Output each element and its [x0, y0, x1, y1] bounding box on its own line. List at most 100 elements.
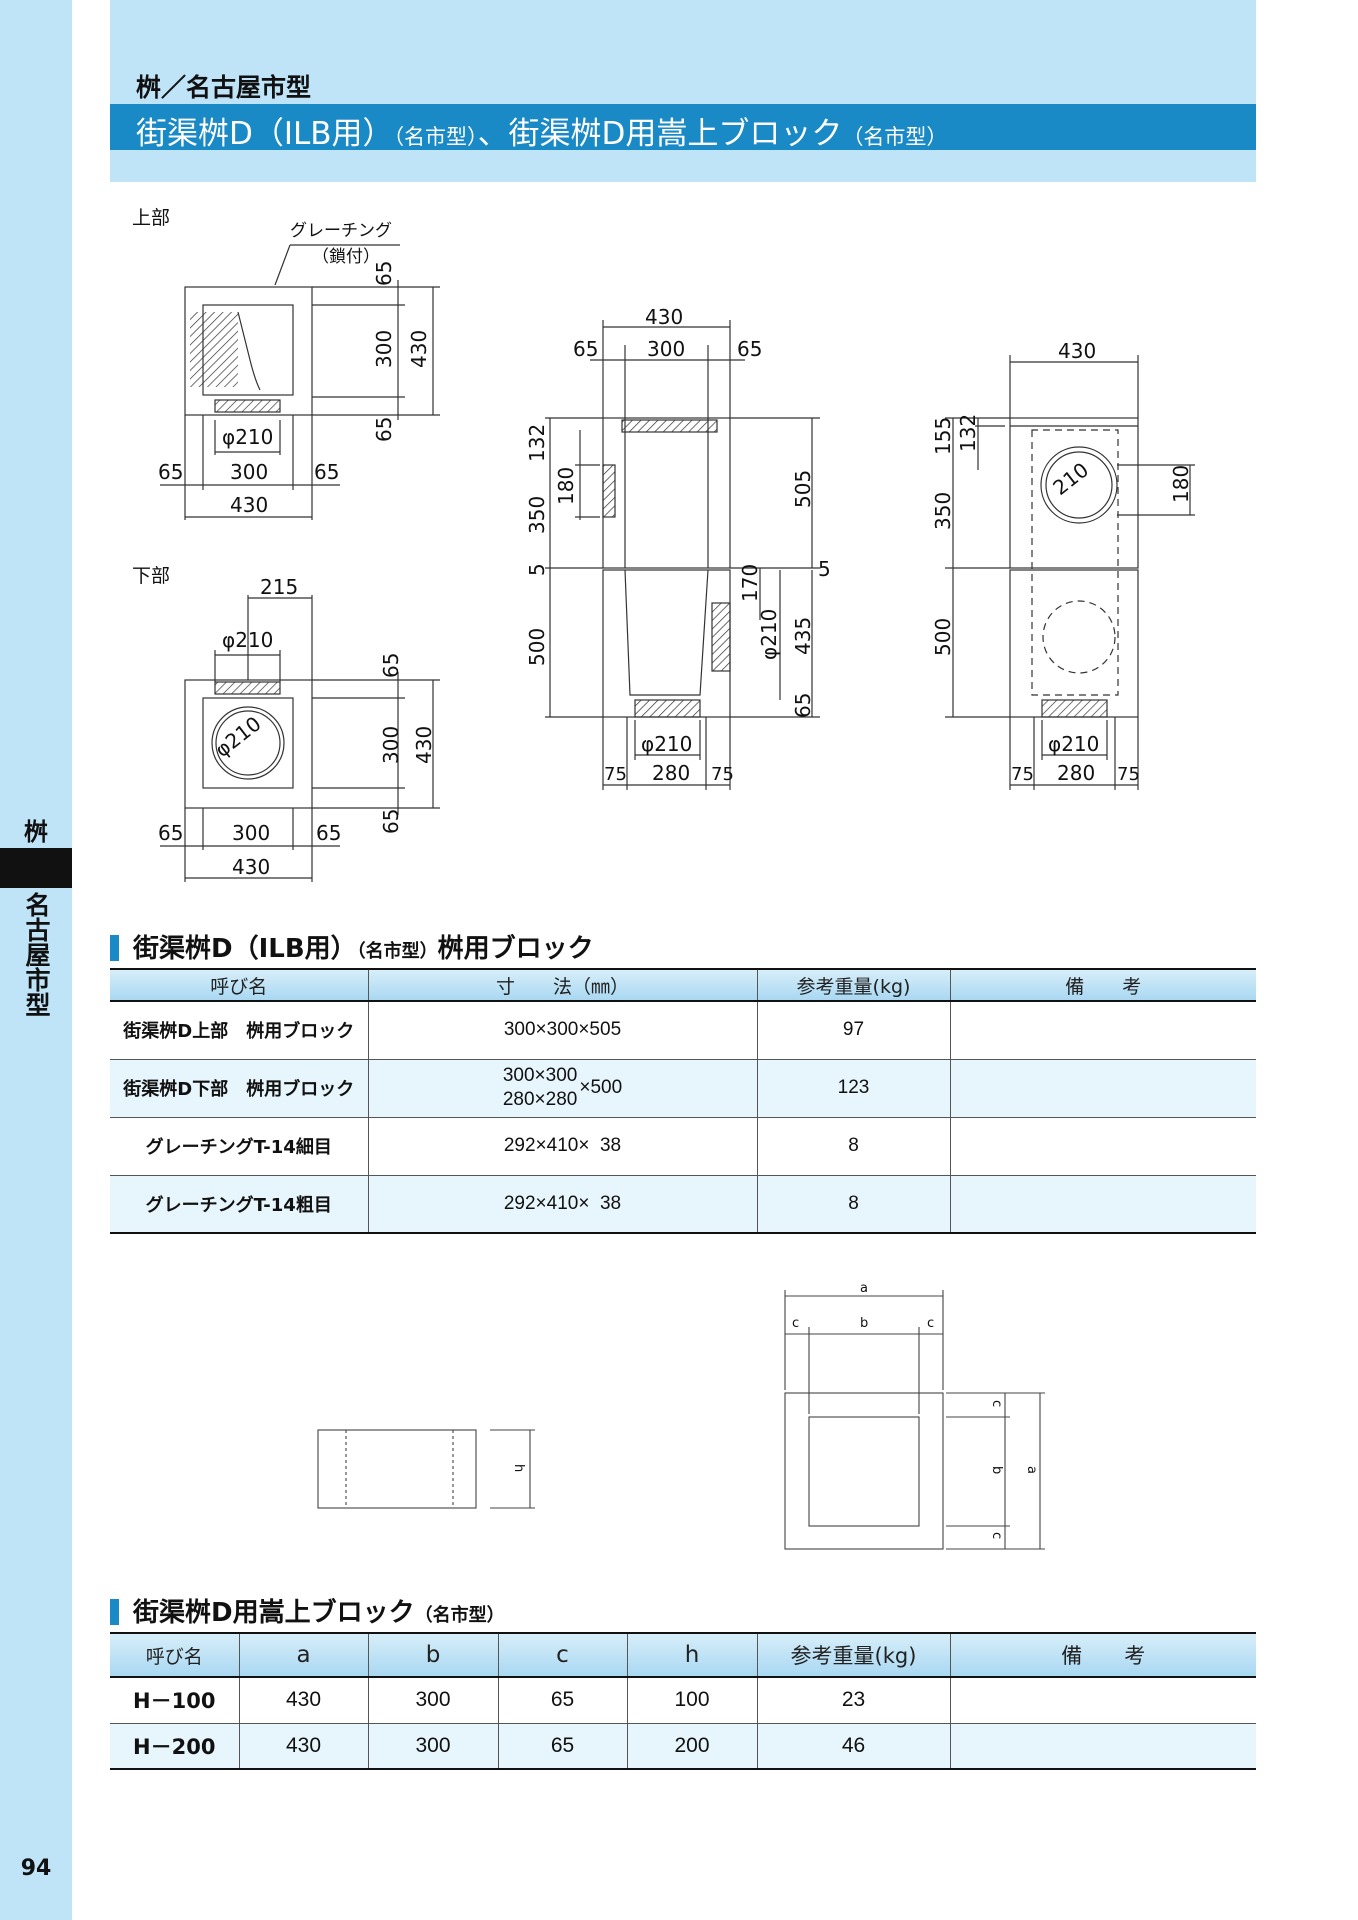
dim-label: 180 [1169, 465, 1193, 503]
column-header: 寸 法（㎜） [367, 968, 758, 1002]
page-title: 街渠桝D（ILB用）（名市型）、街渠桝D用嵩上ブロック（名市型） [136, 108, 947, 153]
title-main: 街渠桝D（ILB用） [136, 116, 394, 152]
dim-label: φ210 [210, 711, 265, 762]
dim-label: 65 [372, 261, 396, 286]
pipe-opening-circle [215, 710, 281, 776]
dim-letter: c [792, 1316, 799, 1331]
table-row: グレーチングT-14粗目 292×410× 38 8 [110, 1175, 1256, 1234]
top-view-outline [184, 286, 313, 416]
dim-label: 435 [791, 617, 815, 655]
dim-label: 5 [818, 557, 831, 581]
sidebar-subcategory: 名古屋市型 [22, 892, 51, 1017]
dim-label: 430 [645, 305, 683, 329]
dim-letter: a [1024, 1466, 1039, 1474]
section-title: 街渠桝D（ILB用）（名市型）桝用ブロック [110, 928, 594, 965]
column-header: 参考重量(kg) [756, 968, 951, 1002]
dim-label: 170 [738, 564, 762, 602]
leader-line [274, 244, 291, 286]
value-cell: 100 [626, 1677, 758, 1724]
section-marker [110, 935, 119, 961]
note-cell [949, 1723, 1256, 1770]
dim-label: 505 [791, 470, 815, 508]
weight-cell: 8 [756, 1117, 951, 1176]
bottom-view-label: 下部 [132, 565, 170, 587]
pipe-opening-circle [211, 706, 285, 780]
technical-drawing: 上部 グレーチング （鎖付） 65 300 430 65 φ210 65 300… [132, 207, 1195, 882]
dim-label: 132 [956, 414, 980, 452]
note-cell [949, 1175, 1256, 1234]
value-cell: 430 [238, 1677, 369, 1724]
column-header: 参考重量(kg) [756, 1632, 951, 1678]
drawing-lines [160, 244, 1195, 882]
dim-label: 65 [314, 460, 339, 484]
table-row: 街渠桝D上部 桝用ブロック 300×300×505 97 [110, 1001, 1256, 1060]
product-name: H－200 [110, 1723, 240, 1770]
grating-label: グレーチング [290, 221, 392, 241]
side-outlet-hatch [1041, 699, 1108, 718]
pipe-section-hatch [602, 464, 616, 518]
dim-letter: b [860, 1316, 868, 1331]
page-number: 94 [20, 1856, 52, 1881]
dim-label: 65 [573, 337, 598, 361]
dim-label: 65 [791, 693, 815, 718]
column-header: 呼び名 [110, 968, 369, 1002]
dim-label: 430 [1058, 339, 1096, 363]
inlet-hatch [214, 399, 281, 413]
dimension-cell: 292×410× 38 [367, 1175, 758, 1234]
title-note: （名市型） [842, 125, 948, 149]
note-cell [949, 1059, 1256, 1118]
side-pipe-circle [1040, 446, 1118, 524]
dimension-line: 280×280 [502, 1089, 578, 1110]
sidebar-category: 桝 [24, 818, 48, 846]
spec-table: 呼び名 寸 法（㎜） 参考重量(kg) 備 考 街渠桝D上部 桝用ブロック 30… [110, 968, 1256, 1234]
section-title-tail: 桝用ブロック [437, 934, 594, 964]
dim-label: 65 [372, 417, 396, 442]
dim-label: 430 [407, 330, 431, 368]
title-bar [110, 104, 1256, 150]
dim-label: φ210 [222, 425, 273, 449]
table-row: 街渠桝D下部 桝用ブロック 300×300 280×280 ×500 123 [110, 1059, 1256, 1118]
product-name: 街渠桝D下部 桝用ブロック [110, 1059, 369, 1118]
dim-label: 75 [1117, 764, 1140, 785]
dim-label: 65 [379, 653, 403, 678]
dim-label: 132 [525, 424, 549, 462]
riser-side-view [317, 1429, 477, 1509]
dim-label: 350 [931, 492, 955, 530]
dimension-cell: 292×410× 38 [367, 1117, 758, 1176]
grating-hatch [190, 312, 238, 387]
table-header-row: 呼び名 寸 法（㎜） 参考重量(kg) 備 考 [110, 968, 1256, 1002]
dim-label: 65 [379, 809, 403, 834]
section-inner-lower [624, 569, 709, 696]
dim-label: 75 [1011, 764, 1034, 785]
dim-label: 75 [604, 764, 627, 785]
title-note: （名市型） [393, 125, 478, 149]
section-title-main: 街渠桝D用嵩上ブロック [133, 1598, 415, 1628]
note-cell [949, 1001, 1256, 1060]
weight-cell: 8 [756, 1175, 951, 1234]
sidebar [0, 0, 72, 1920]
value-cell: 430 [238, 1723, 369, 1770]
dim-letter: b [989, 1466, 1004, 1474]
product-name: 街渠桝D上部 桝用ブロック [110, 1001, 369, 1060]
note-cell [949, 1117, 1256, 1176]
dim-label: 300 [647, 337, 685, 361]
product-name: グレーチングT-14粗目 [110, 1175, 369, 1234]
column-header: c [497, 1632, 628, 1678]
dim-label: 280 [652, 761, 690, 785]
side-upper-block [1009, 417, 1139, 569]
dim-letter: c [989, 1532, 1004, 1539]
value-cell: 300 [367, 1677, 499, 1724]
grating-section-hatch [621, 419, 718, 433]
weight-cell: 97 [756, 1001, 951, 1060]
dimension-cell: 300×300×505 [367, 1001, 758, 1060]
dim-label: 210 [1048, 458, 1093, 500]
title-mid: 、街渠桝D用嵩上ブロック [477, 116, 843, 152]
dim-label: 155 [931, 417, 955, 455]
dim-letter: h [511, 1464, 526, 1472]
dim-label: φ210 [641, 732, 692, 756]
top-view-label: 上部 [132, 207, 170, 229]
sidebar-marker [0, 848, 72, 888]
dim-label: 430 [412, 726, 436, 764]
grating-break-line [237, 311, 261, 391]
column-header: b [367, 1632, 499, 1678]
